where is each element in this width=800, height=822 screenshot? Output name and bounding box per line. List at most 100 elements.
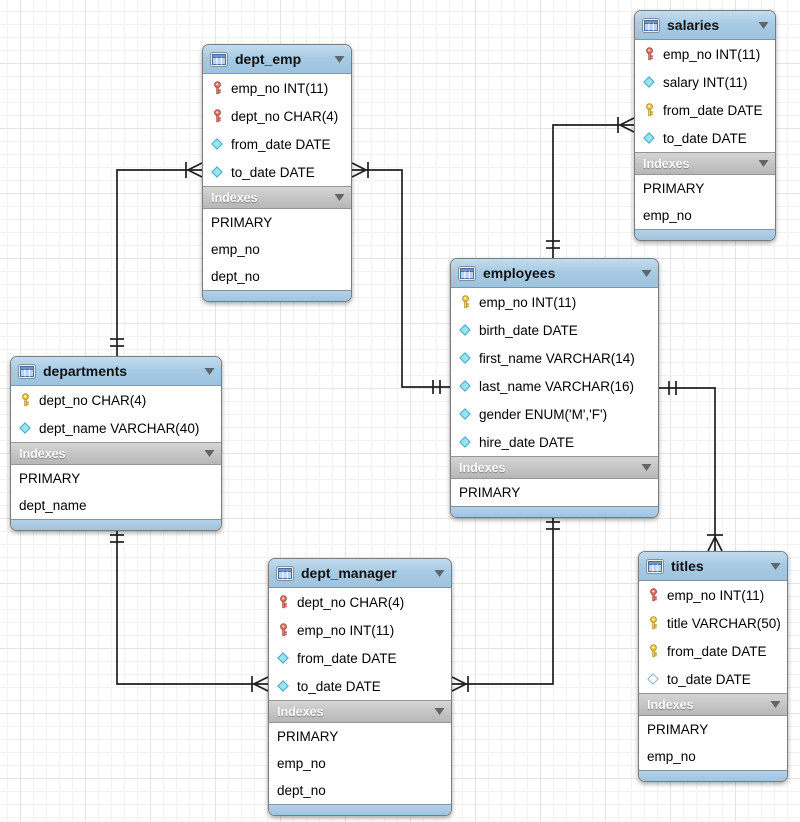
column-row[interactable]: from_date DATE xyxy=(635,96,775,124)
table-icon xyxy=(18,363,36,379)
relationship-departments-dept_emp[interactable] xyxy=(110,162,203,356)
collapse-arrow-icon[interactable] xyxy=(334,55,345,64)
collapse-arrow-icon[interactable] xyxy=(204,367,215,376)
relationship-line[interactable] xyxy=(116,525,268,685)
column-row[interactable]: hire_date DATE xyxy=(451,428,658,456)
collapse-arrow-icon[interactable] xyxy=(641,463,652,472)
table-footer xyxy=(635,229,775,240)
collapse-arrow-icon[interactable] xyxy=(758,21,769,30)
column-row[interactable]: from_date DATE xyxy=(203,130,351,158)
index-row[interactable]: PRIMARY xyxy=(203,209,351,236)
column-row[interactable]: birth_date DATE xyxy=(451,316,658,344)
table-departments[interactable]: departments dept_no CHAR(4)dept_name VARC… xyxy=(10,356,222,531)
index-name: emp_no xyxy=(647,749,696,764)
collapse-arrow-icon[interactable] xyxy=(434,707,445,716)
indexes-section-header[interactable]: Indexes xyxy=(203,186,351,209)
column-row[interactable]: from_date DATE xyxy=(269,644,451,672)
column-definition: emp_no INT(11) xyxy=(667,587,765,603)
column-row[interactable]: emp_no INT(11) xyxy=(203,74,351,102)
index-row[interactable]: PRIMARY xyxy=(11,465,221,492)
index-name: dept_no xyxy=(277,783,326,798)
collapse-arrow-icon[interactable] xyxy=(434,569,445,578)
column-definition: to_date DATE xyxy=(663,130,747,146)
indexes-section-header[interactable]: Indexes xyxy=(635,152,775,175)
index-row[interactable]: emp_no xyxy=(203,236,351,263)
table-header[interactable]: departments xyxy=(11,357,221,386)
relationship-line[interactable] xyxy=(659,387,716,551)
column-row[interactable]: to_date DATE xyxy=(203,158,351,186)
primary-foreign-key-icon xyxy=(642,47,656,61)
relationship-line[interactable] xyxy=(452,512,554,685)
column-row[interactable]: first_name VARCHAR(14) xyxy=(451,344,658,372)
column-row[interactable]: emp_no INT(11) xyxy=(451,288,658,316)
index-row[interactable]: PRIMARY xyxy=(451,479,658,506)
column-row[interactable]: from_date DATE xyxy=(639,637,787,665)
index-name: PRIMARY xyxy=(643,181,705,196)
indexes-section-header[interactable]: Indexes xyxy=(269,700,451,723)
relationship-employees-dept_manager[interactable] xyxy=(451,512,560,692)
relationship-employees-titles[interactable] xyxy=(659,381,723,552)
index-row[interactable]: PRIMARY xyxy=(639,716,787,743)
column-definition: salary INT(11) xyxy=(663,74,748,90)
table-titles[interactable]: titles emp_no INT(11) title VARCHAR(50)fro… xyxy=(638,551,788,782)
column-row[interactable]: gender ENUM('M','F') xyxy=(451,400,658,428)
index-row[interactable]: emp_no xyxy=(269,750,451,777)
collapse-arrow-icon[interactable] xyxy=(641,269,652,278)
column-row[interactable]: emp_no INT(11) xyxy=(269,616,451,644)
column-row[interactable]: title VARCHAR(50) xyxy=(639,609,787,637)
table-dept_manager[interactable]: dept_manager dept_no CHAR(4) emp_no INT(11… xyxy=(268,558,452,816)
table-header[interactable]: dept_manager xyxy=(269,559,451,588)
index-row[interactable]: emp_no xyxy=(635,202,775,229)
collapse-arrow-icon[interactable] xyxy=(758,159,769,168)
column-definition: gender ENUM('M','F') xyxy=(479,406,608,422)
table-header[interactable]: salaries xyxy=(635,11,775,40)
column-row[interactable]: dept_name VARCHAR(40) xyxy=(11,414,221,442)
column-row[interactable]: to_date DATE xyxy=(269,672,451,700)
table-header[interactable]: titles xyxy=(639,552,787,581)
relationship-dept_emp-employees[interactable] xyxy=(351,162,450,394)
index-row[interactable]: PRIMARY xyxy=(269,723,451,750)
table-header[interactable]: dept_emp xyxy=(203,45,351,74)
indexes-section-header[interactable]: Indexes xyxy=(639,693,787,716)
index-row[interactable]: dept_no xyxy=(269,777,451,804)
column-definition: dept_no CHAR(4) xyxy=(297,594,405,610)
column-row[interactable]: dept_no CHAR(4) xyxy=(11,386,221,414)
table-icon xyxy=(276,565,294,581)
relationship-employees-salaries[interactable] xyxy=(546,117,635,258)
column-row[interactable]: dept_no CHAR(4) xyxy=(203,102,351,130)
table-header[interactable]: employees xyxy=(451,259,658,288)
collapse-arrow-icon[interactable] xyxy=(204,449,215,458)
column-row[interactable]: dept_no CHAR(4) xyxy=(269,588,451,616)
index-row[interactable]: dept_name xyxy=(11,492,221,519)
column-definition: first_name VARCHAR(14) xyxy=(479,350,635,366)
primary-key-icon xyxy=(646,616,660,630)
primary-key-icon xyxy=(646,644,660,658)
collapse-arrow-icon[interactable] xyxy=(770,562,781,571)
indexes-section-header[interactable]: Indexes xyxy=(11,442,221,465)
column-definition: dept_no CHAR(4) xyxy=(231,108,339,124)
notnull-column-icon xyxy=(458,380,472,392)
column-row[interactable]: to_date DATE xyxy=(639,665,787,693)
collapse-arrow-icon[interactable] xyxy=(770,700,781,709)
index-row[interactable]: emp_no xyxy=(639,743,787,770)
column-row[interactable]: last_name VARCHAR(16) xyxy=(451,372,658,400)
relationship-line[interactable] xyxy=(116,169,202,356)
indexes-section-header[interactable]: Indexes xyxy=(451,456,658,479)
collapse-arrow-icon[interactable] xyxy=(334,193,345,202)
column-row[interactable]: to_date DATE xyxy=(635,124,775,152)
index-row[interactable]: dept_no xyxy=(203,263,351,290)
relationship-line[interactable] xyxy=(352,169,450,388)
column-row[interactable]: emp_no INT(11) xyxy=(635,40,775,68)
index-name: dept_name xyxy=(19,498,87,513)
column-row[interactable]: salary INT(11) xyxy=(635,68,775,96)
relationship-line[interactable] xyxy=(552,124,634,258)
index-row[interactable]: PRIMARY xyxy=(635,175,775,202)
relationship-departments-dept_manager[interactable] xyxy=(110,525,269,692)
column-row[interactable]: emp_no INT(11) xyxy=(639,581,787,609)
table-name: departments xyxy=(43,363,128,379)
